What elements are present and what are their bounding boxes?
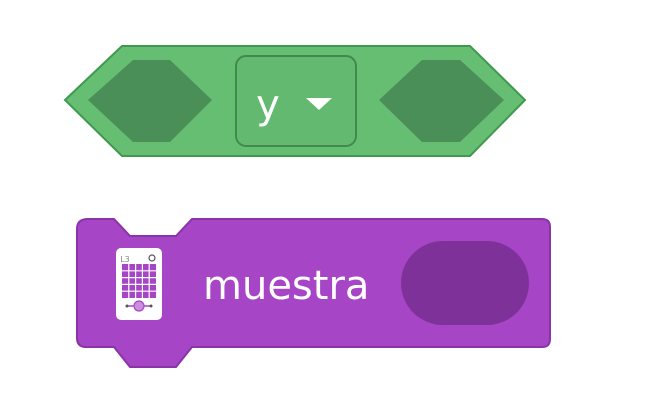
svg-text:L3: L3 bbox=[120, 255, 130, 264]
microbit-display-icon: L3 bbox=[116, 248, 162, 320]
boolean-operator-block[interactable]: y bbox=[63, 45, 527, 157]
display-block-label: muestra bbox=[203, 263, 369, 309]
display-input-slot[interactable] bbox=[401, 241, 529, 325]
caret-down-icon bbox=[306, 98, 332, 110]
operator-dropdown-value: y bbox=[256, 82, 280, 128]
operator-dropdown[interactable]: y bbox=[235, 55, 357, 147]
operator-dropdown-box[interactable] bbox=[235, 55, 357, 147]
left-boolean-slot[interactable] bbox=[88, 60, 212, 142]
show-display-block[interactable]: L3 muestra bbox=[76, 218, 551, 368]
right-boolean-slot[interactable] bbox=[379, 60, 504, 142]
